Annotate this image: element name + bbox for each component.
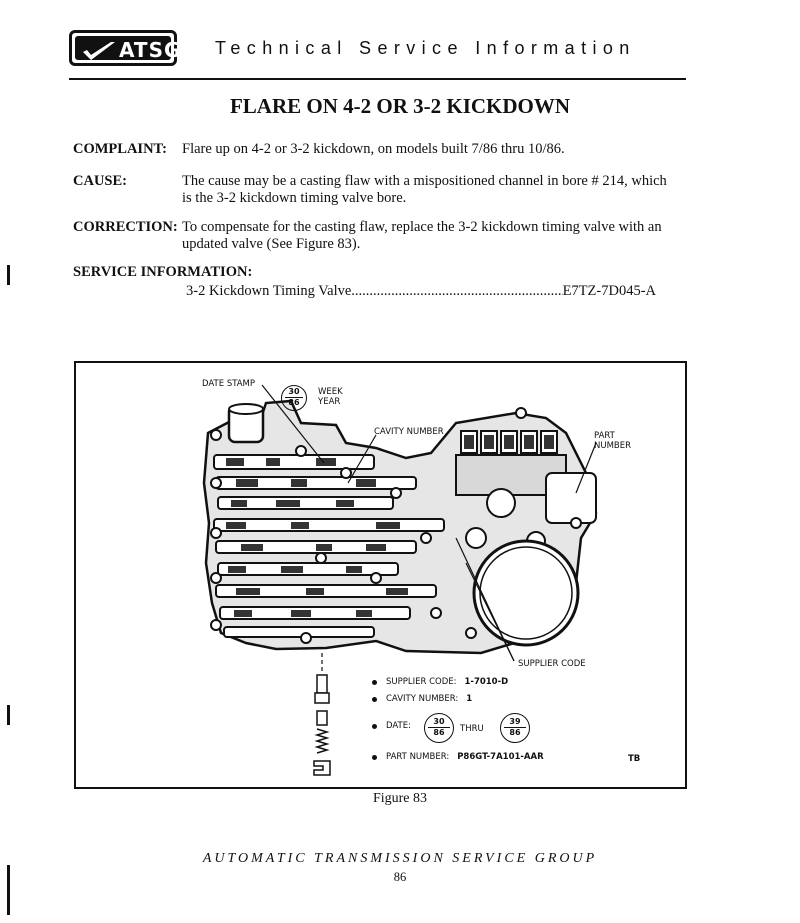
- service-info-line: 3-2 Kickdown Timing Valve ..............…: [186, 283, 656, 300]
- service-item: 3-2 Kickdown Timing Valve: [186, 283, 352, 299]
- stamp-week: 30: [285, 387, 303, 398]
- bullet-dot: [372, 754, 377, 760]
- correction-text: To compensate for the casting flaw, repl…: [182, 219, 662, 252]
- date-from-circle: 30 86: [424, 713, 454, 743]
- date-to-week: 39: [504, 717, 526, 728]
- header-rule: [69, 78, 686, 80]
- logo-text: ATSG: [119, 38, 182, 62]
- page-title: FLARE ON 4-2 OR 3-2 KICKDOWN: [229, 94, 571, 118]
- header-title: Technical Service Information: [215, 38, 636, 58]
- complaint-label: COMPLAINT:: [73, 141, 167, 157]
- bullet-dot: [372, 723, 377, 729]
- complaint-text: Flare up on 4-2 or 3-2 kickdown, on mode…: [182, 141, 565, 157]
- thru-label: THRU: [460, 724, 484, 734]
- date-key: DATE:: [386, 721, 411, 731]
- bullet-part-number: PART NUMBER: P86GT-7A101-AAR: [372, 752, 544, 762]
- supplier-code-value: 1-7010-D: [464, 677, 509, 687]
- date-from-week: 30: [428, 717, 450, 728]
- part-number-label-2: NUMBER: [594, 441, 632, 451]
- cause-label: CAUSE:: [73, 173, 127, 189]
- figure-caption: Figure 83: [372, 791, 428, 806]
- date-to-circle: 39 86: [500, 713, 530, 743]
- correction-label: CORRECTION:: [73, 219, 178, 235]
- bullet-date: DATE:: [372, 721, 411, 731]
- service-part: E7TZ-7D045-A: [562, 283, 656, 299]
- stamp-year: 86: [288, 398, 300, 407]
- cavity-number-value: 1: [466, 694, 473, 704]
- date-to-year: 86: [509, 728, 521, 737]
- supplier-code-key: SUPPLIER CODE:: [386, 677, 457, 687]
- bullet-supplier-code: SUPPLIER CODE: 1-7010-D: [372, 677, 508, 687]
- date-stamp-label: DATE STAMP: [202, 379, 256, 389]
- page-number: 86: [393, 870, 407, 884]
- week-label: WEEK: [318, 387, 343, 397]
- service-info-label: SERVICE INFORMATION:: [73, 264, 253, 280]
- binding-edge-mark: [7, 865, 10, 915]
- cause-text: The cause may be a casting flaw with a m…: [182, 173, 667, 206]
- date-stamp-circle: 30 86: [281, 385, 307, 411]
- tb-label: TB: [628, 754, 641, 764]
- bullet-dot: [372, 679, 377, 685]
- atsg-logo: ATSG: [69, 30, 180, 66]
- cavity-number-key: CAVITY NUMBER:: [386, 694, 459, 704]
- part-number-label-1: PART: [594, 431, 615, 441]
- figure-83: DATE STAMP 30 86 WEEK YEAR CAVITY NUMBER…: [74, 361, 687, 789]
- checkmark-icon: [83, 42, 115, 60]
- valve-body-illustration: [202, 384, 598, 776]
- bullet-cavity-number: CAVITY NUMBER: 1: [372, 694, 472, 704]
- service-leader-dots: ........................................…: [351, 283, 562, 299]
- year-label: YEAR: [318, 397, 341, 407]
- bullet-dot: [372, 696, 377, 702]
- date-from-year: 86: [433, 728, 445, 737]
- binding-edge-mark: [7, 265, 10, 285]
- supplier-code-label: SUPPLIER CODE: [518, 659, 586, 669]
- footer-organization: AUTOMATIC TRANSMISSION SERVICE GROUP: [202, 851, 598, 866]
- page-header: ATSG Technical Service Information: [69, 30, 686, 80]
- part-number-value: P86GT-7A101-AAR: [457, 752, 544, 762]
- cavity-number-label: CAVITY NUMBER: [374, 427, 444, 437]
- binding-edge-mark: [7, 705, 10, 725]
- part-number-key: PART NUMBER:: [386, 752, 450, 762]
